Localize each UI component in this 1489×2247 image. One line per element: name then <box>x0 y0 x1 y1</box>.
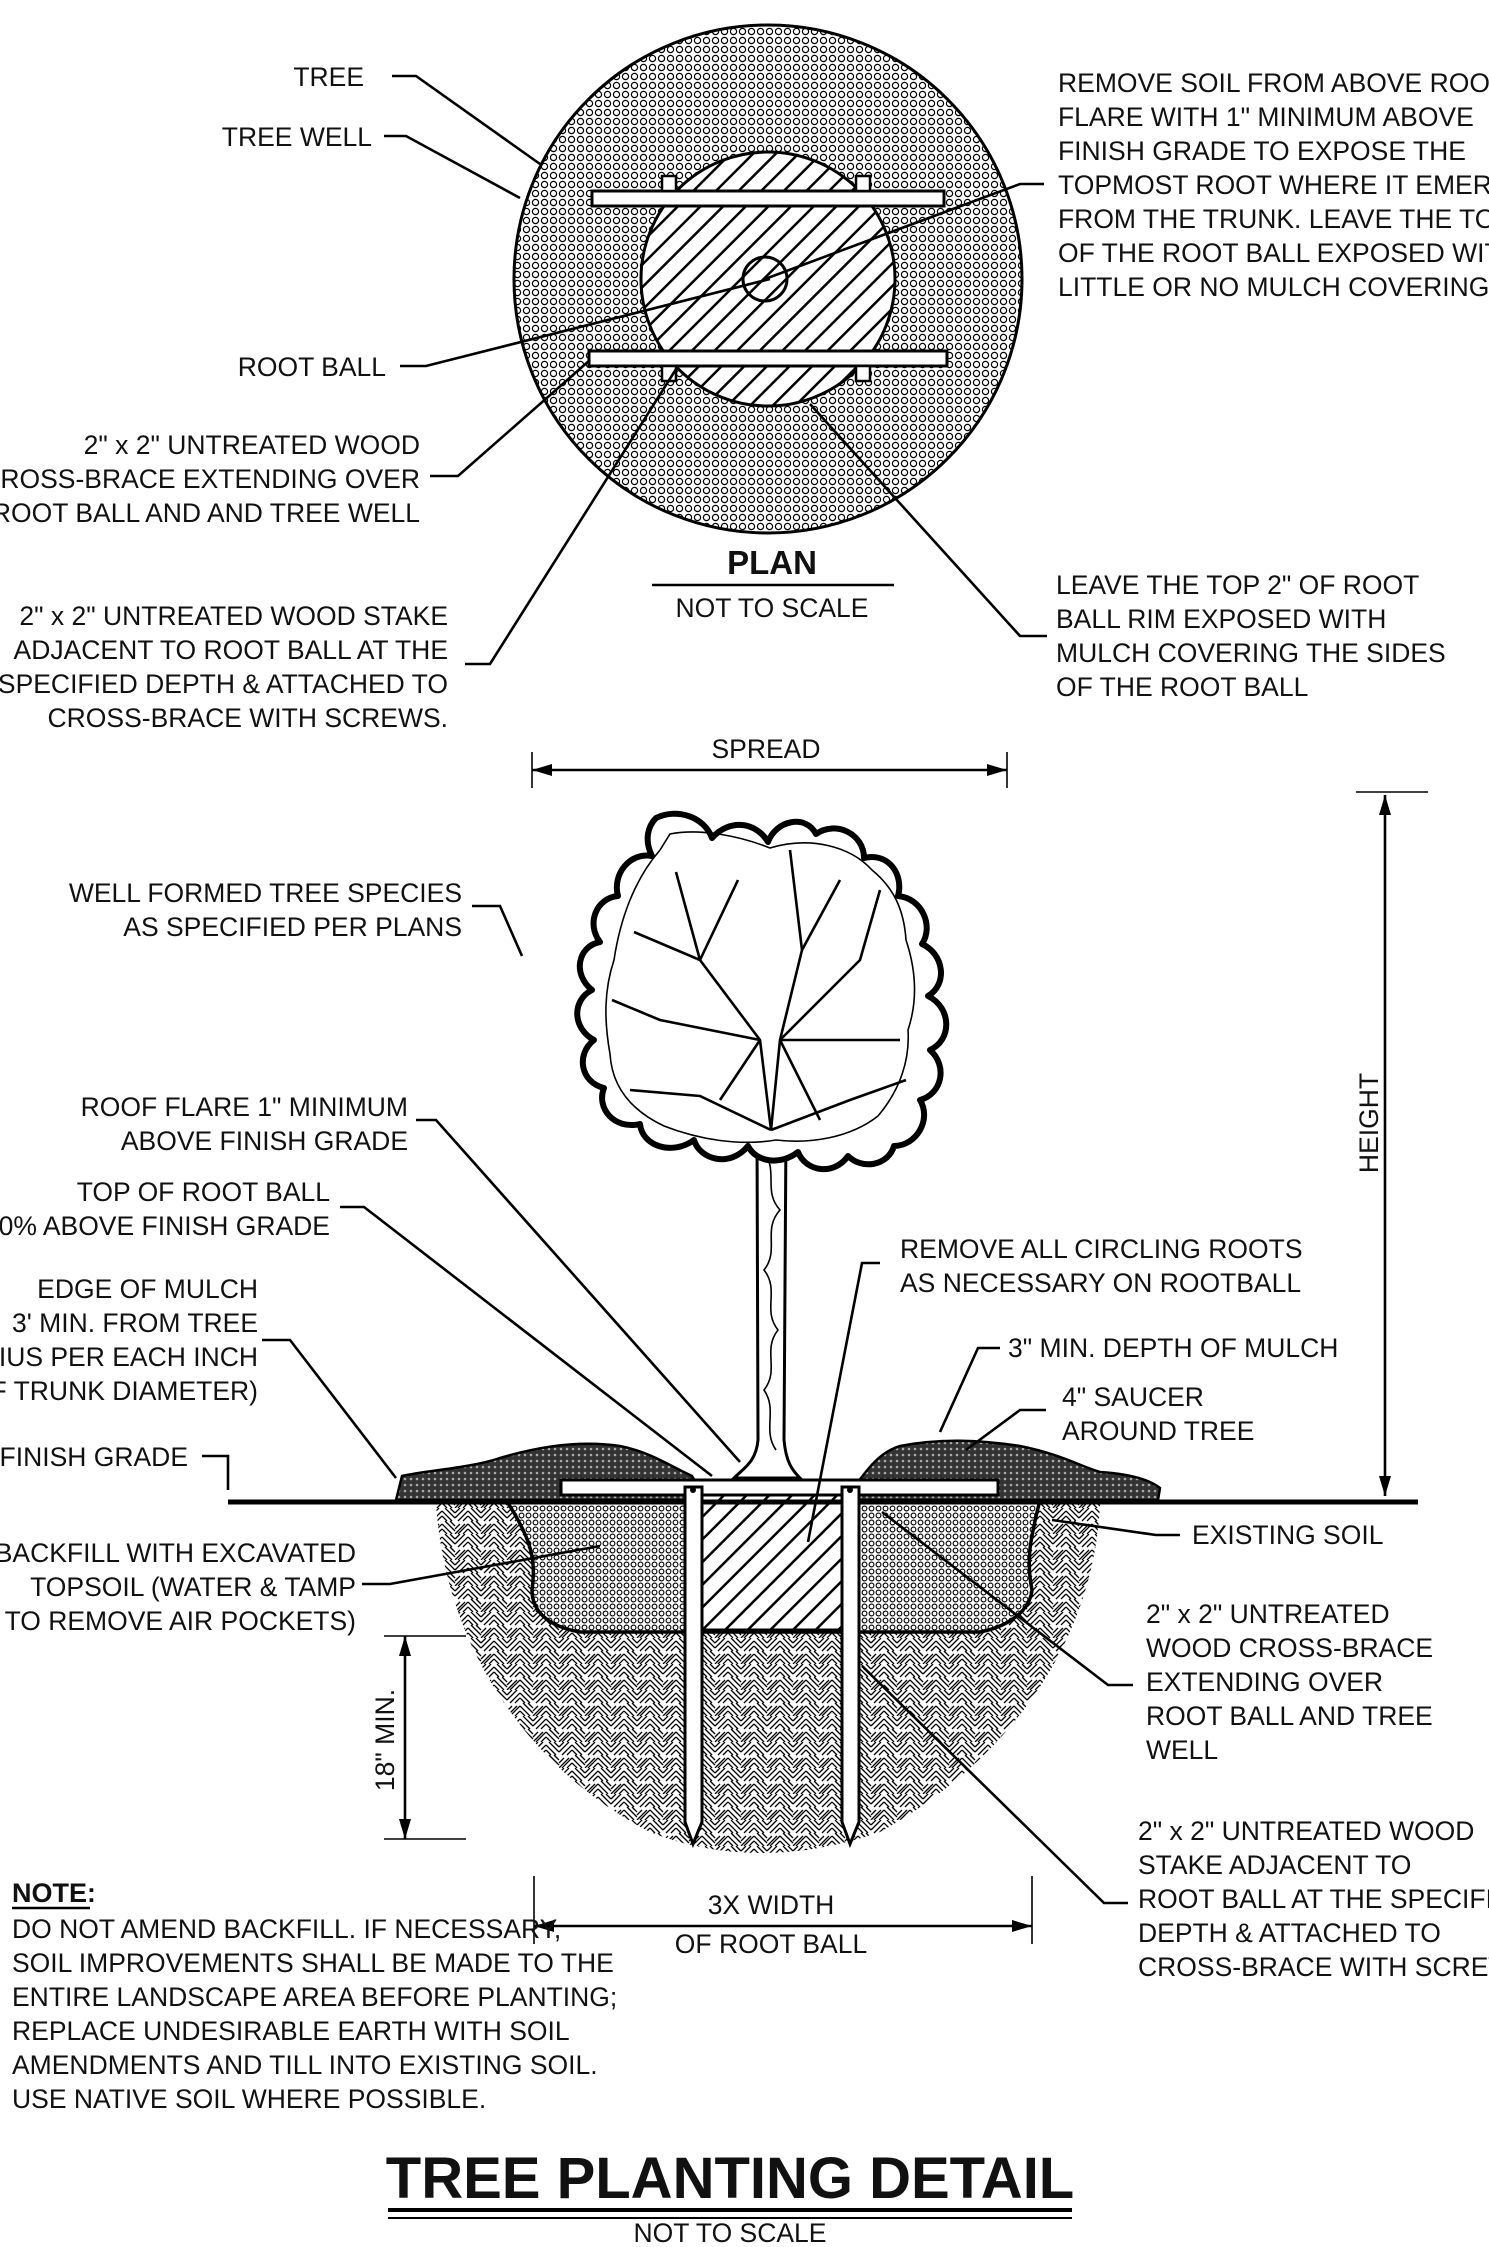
plan-title: PLAN <box>727 544 817 581</box>
svg-text:REMOVE SOIL FROM ABOVE ROOT: REMOVE SOIL FROM ABOVE ROOT <box>1058 68 1489 98</box>
svg-text:ROOT BALL AND TREE: ROOT BALL AND TREE <box>1146 1701 1433 1731</box>
label-backfill: BACKFILL WITH EXCAVATED TOPSOIL (WATER &… <box>0 1538 356 1636</box>
label-top-root-ball: TOP OF ROOT BALL 10% ABOVE FINISH GRADE <box>0 1177 330 1241</box>
label-mulch-depth: 3" MIN. DEPTH OF MULCH <box>1008 1333 1338 1363</box>
label-remove-soil: REMOVE SOIL FROM ABOVE ROOT FLARE WITH 1… <box>1058 68 1489 302</box>
svg-text:TOPSOIL (WATER & TAMP: TOPSOIL (WATER & TAMP <box>30 1572 356 1602</box>
svg-text:OF TRUNK DIAMETER): OF TRUNK DIAMETER) <box>0 1376 258 1406</box>
svg-text:ROOF FLARE 1" MINIMUM: ROOF FLARE 1" MINIMUM <box>81 1092 408 1122</box>
tree-trunk <box>730 1128 804 1480</box>
label-root-ball: ROOT BALL <box>238 352 386 382</box>
svg-text:ROOT BALL AT THE SPECIFIED: ROOT BALL AT THE SPECIFIED <box>1138 1884 1489 1914</box>
svg-text:SOIL IMPROVEMENTS SHALL BE MAD: SOIL IMPROVEMENTS SHALL BE MADE TO THE <box>12 1948 614 1978</box>
label-edge-mulch: EDGE OF MULCH 3' MIN. FROM TREE RADIUS P… <box>0 1274 258 1406</box>
svg-text:MULCH COVERING THE SIDES: MULCH COVERING THE SIDES <box>1056 638 1446 668</box>
svg-text:WELL FORMED TREE SPECIES: WELL FORMED TREE SPECIES <box>69 878 462 908</box>
plan-scale: NOT TO SCALE <box>676 593 869 623</box>
height-label: HEIGHT <box>1354 1073 1384 1173</box>
label-plan-stake: 2" x 2" UNTREATED WOOD STAKE ADJACENT TO… <box>0 601 448 733</box>
svg-text:CROSS-BRACE EXTENDING OVER: CROSS-BRACE EXTENDING OVER <box>0 464 420 494</box>
svg-text:TO REMOVE AIR POCKETS): TO REMOVE AIR POCKETS) <box>5 1606 356 1636</box>
svg-text:FINISH GRADE TO EXPOSE THE: FINISH GRADE TO EXPOSE THE <box>1058 136 1466 166</box>
svg-text:AROUND TREE: AROUND TREE <box>1062 1416 1254 1446</box>
svg-text:FLARE WITH 1" MINIMUM ABOVE: FLARE WITH 1" MINIMUM ABOVE <box>1058 102 1474 132</box>
svg-text:ENTIRE LANDSCAPE AREA BEFORE P: ENTIRE LANDSCAPE AREA BEFORE PLANTING; <box>12 1982 617 2012</box>
tree-canopy-inner <box>605 831 916 1144</box>
svg-text:OF THE ROOT BALL EXPOSED WITH: OF THE ROOT BALL EXPOSED WITH <box>1058 238 1489 268</box>
svg-text:2" x 2" UNTREATED WOOD: 2" x 2" UNTREATED WOOD <box>1138 1816 1474 1846</box>
label-section-stake: 2" x 2" UNTREATED WOOD STAKE ADJACENT TO… <box>1138 1816 1489 1982</box>
trunk-bark <box>761 1149 782 1451</box>
plan-view: PLAN NOT TO SCALE TREE TREE WELL ROOT BA… <box>0 23 1489 733</box>
section-root-ball <box>695 1488 851 1632</box>
section-view: SPREAD HEIGHT <box>0 734 1489 1982</box>
note-block: NOTE: DO NOT AMEND BACKFILL. IF NECESSAR… <box>12 1878 617 2114</box>
svg-text:3' MIN. FROM TREE: 3' MIN. FROM TREE <box>12 1308 258 1338</box>
svg-text:OF THE ROOT BALL: OF THE ROOT BALL <box>1056 672 1308 702</box>
svg-text:AS NECESSARY ON ROOTBALL: AS NECESSARY ON ROOTBALL <box>900 1268 1301 1298</box>
plan-stake <box>660 174 678 193</box>
depth-label: 18" MIN. <box>370 1689 400 1791</box>
spread-label: SPREAD <box>712 734 821 764</box>
svg-text:EDGE OF MULCH: EDGE OF MULCH <box>37 1274 258 1304</box>
svg-text:CROSS-BRACE WITH SCREWS: CROSS-BRACE WITH SCREWS <box>1138 1952 1489 1982</box>
label-finish-grade: FINISH GRADE <box>0 1442 188 1472</box>
svg-text:WOOD CROSS-BRACE: WOOD CROSS-BRACE <box>1146 1633 1433 1663</box>
tree-branches <box>611 849 907 1132</box>
width-label-2: OF ROOT BALL <box>675 1929 867 1959</box>
label-saucer: 4" SAUCER AROUND TREE <box>1062 1382 1254 1446</box>
svg-text:2" x 2" UNTREATED WOOD STAKE: 2" x 2" UNTREATED WOOD STAKE <box>19 601 448 631</box>
svg-text:ROOT BALL AND AND TREE WELL: ROOT BALL AND AND TREE WELL <box>0 498 420 528</box>
svg-text:10% ABOVE FINISH GRADE: 10% ABOVE FINISH GRADE <box>0 1211 330 1241</box>
svg-text:RADIUS PER EACH INCH: RADIUS PER EACH INCH <box>0 1342 258 1372</box>
svg-text:BACKFILL WITH EXCAVATED: BACKFILL WITH EXCAVATED <box>0 1538 356 1568</box>
plan-stake <box>854 174 872 193</box>
label-tree-well: TREE WELL <box>222 122 372 152</box>
svg-text:2" x 2" UNTREATED: 2" x 2" UNTREATED <box>1146 1599 1390 1629</box>
svg-text:TOPMOST ROOT WHERE IT EMERGES: TOPMOST ROOT WHERE IT EMERGES <box>1058 170 1489 200</box>
label-section-cross-brace: 2" x 2" UNTREATED WOOD CROSS-BRACE EXTEN… <box>1146 1599 1433 1765</box>
svg-text:STAKE ADJACENT TO: STAKE ADJACENT TO <box>1138 1850 1411 1880</box>
svg-text:CROSS-BRACE WITH SCREWS.: CROSS-BRACE WITH SCREWS. <box>48 703 448 733</box>
width-label: 3X WIDTH <box>708 1890 835 1920</box>
svg-text:FROM THE TRUNK. LEAVE THE TOP: FROM THE TRUNK. LEAVE THE TOP <box>1058 204 1489 234</box>
svg-text:BALL RIM EXPOSED WITH: BALL RIM EXPOSED WITH <box>1056 604 1386 634</box>
svg-text:LITTLE OR NO MULCH COVERING IT: LITTLE OR NO MULCH COVERING IT. <box>1058 272 1489 302</box>
svg-text:USE NATIVE SOIL WHERE POSSIBLE: USE NATIVE SOIL WHERE POSSIBLE. <box>12 2084 486 2114</box>
svg-text:DEPTH & ATTACHED TO: DEPTH & ATTACHED TO <box>1138 1918 1441 1948</box>
label-plan-cross-brace: 2" x 2" UNTREATED WOOD CROSS-BRACE EXTEN… <box>0 430 420 528</box>
label-existing-soil: EXISTING SOIL <box>1192 1520 1383 1550</box>
plan-cross-brace-bottom <box>587 349 949 368</box>
drawing-title-block: TREE PLANTING DETAIL NOT TO SCALE <box>386 2146 1074 2247</box>
label-circling-roots: REMOVE ALL CIRCLING ROOTS AS NECESSARY O… <box>900 1234 1303 1298</box>
svg-text:EXTENDING OVER: EXTENDING OVER <box>1146 1667 1383 1697</box>
section-stake <box>683 1485 704 1849</box>
label-tree: TREE <box>293 62 364 92</box>
tree-canopy <box>574 810 950 1173</box>
svg-text:WELL: WELL <box>1146 1735 1218 1765</box>
svg-text:REPLACE UNDESIRABLE EARTH WITH: REPLACE UNDESIRABLE EARTH WITH SOIL <box>12 2016 570 2046</box>
svg-text:ADJACENT TO ROOT BALL AT THE: ADJACENT TO ROOT BALL AT THE <box>14 635 448 665</box>
section-stake <box>840 1485 861 1849</box>
svg-text:SPECIFIED DEPTH & ATTACHED TO: SPECIFIED DEPTH & ATTACHED TO <box>0 669 448 699</box>
plan-stake <box>854 364 872 383</box>
svg-text:TOP OF ROOT BALL: TOP OF ROOT BALL <box>77 1177 330 1207</box>
label-root-flare: ROOF FLARE 1" MINIMUM ABOVE FINISH GRADE <box>81 1092 408 1156</box>
drawing-title: TREE PLANTING DETAIL <box>386 2146 1074 2211</box>
note-title: NOTE: <box>12 1878 96 1908</box>
label-tree-species: WELL FORMED TREE SPECIES AS SPECIFIED PE… <box>69 878 462 942</box>
svg-text:ABOVE FINISH GRADE: ABOVE FINISH GRADE <box>121 1126 408 1156</box>
section-cross-brace <box>559 1478 1000 1497</box>
drawing-scale: NOT TO SCALE <box>634 2218 827 2247</box>
svg-text:DO NOT AMEND BACKFILL. IF NEC: DO NOT AMEND BACKFILL. IF NECESSARY, <box>12 1914 561 1944</box>
svg-text:REMOVE ALL CIRCLING ROOTS: REMOVE ALL CIRCLING ROOTS <box>900 1234 1303 1264</box>
svg-text:4" SAUCER: 4" SAUCER <box>1062 1382 1204 1412</box>
label-leave-top: LEAVE THE TOP 2" OF ROOT BALL RIM EXPOSE… <box>1056 570 1446 702</box>
svg-text:LEAVE THE TOP 2" OF ROOT: LEAVE THE TOP 2" OF ROOT <box>1056 570 1419 600</box>
svg-text:AS SPECIFIED PER PLANS: AS SPECIFIED PER PLANS <box>123 912 462 942</box>
svg-text:2" x 2" UNTREATED WOOD: 2" x 2" UNTREATED WOOD <box>84 430 420 460</box>
svg-text:AMENDMENTS AND TILL INTO EXIST: AMENDMENTS AND TILL INTO EXISTING SOIL. <box>12 2050 598 2080</box>
plan-cross-brace-top <box>590 189 946 208</box>
